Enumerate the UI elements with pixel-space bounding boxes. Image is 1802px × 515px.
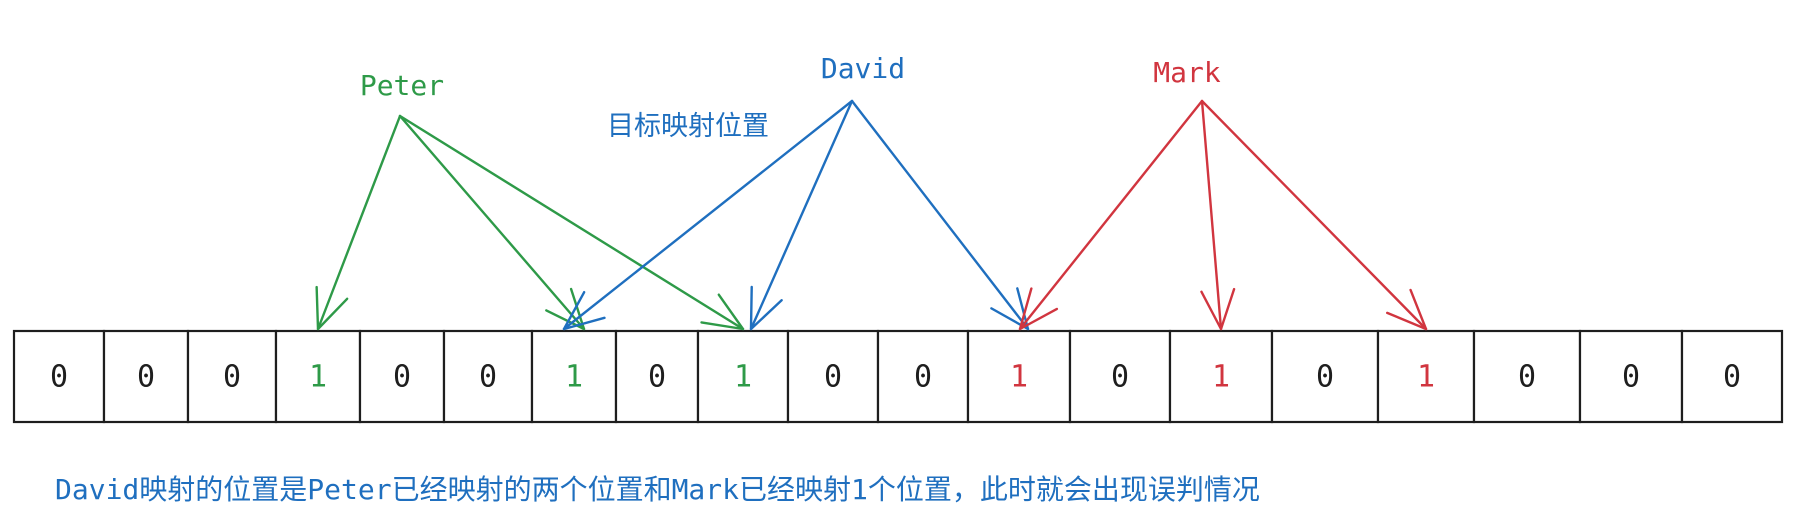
arrow-shaft	[1200, 99, 1223, 331]
arrow-head	[315, 285, 349, 331]
bit-value: 0	[137, 360, 155, 395]
bit-cell	[614, 329, 700, 424]
arrow-head	[700, 293, 745, 331]
mapping-arrow	[1200, 99, 1236, 331]
bit-cell	[1578, 329, 1684, 424]
arrow-shaft	[398, 114, 586, 331]
bit-value: 0	[648, 360, 666, 395]
arrow-shaft	[749, 99, 854, 331]
bit-cell	[1680, 329, 1784, 424]
key-label-david: David	[821, 52, 905, 85]
key-label-mark: Mark	[1153, 56, 1221, 89]
bit-cell	[102, 329, 190, 424]
mapping-arrows	[315, 99, 1428, 331]
bit-cell	[186, 329, 278, 424]
bit-cell	[1068, 329, 1172, 424]
bit-value: 0	[50, 360, 68, 395]
bit-value: 1	[1010, 360, 1028, 395]
bit-value: 0	[393, 360, 411, 395]
bit-value: 0	[914, 360, 932, 395]
bit-value: 0	[1316, 360, 1334, 395]
mapping-arrow	[1018, 99, 1204, 331]
mapping-arrow	[398, 114, 586, 331]
bit-cell	[1168, 329, 1274, 424]
bit-value: 1	[1417, 360, 1435, 395]
bit-cell	[786, 329, 880, 424]
arrow-shaft	[316, 114, 402, 331]
bit-cell	[358, 329, 446, 424]
arrow-head	[1018, 287, 1059, 331]
arrow-shaft	[850, 99, 1030, 331]
bit-array: 0 0 0 1 0 0 1 0 1 0 0 1 0 1 0 1 0 0 0	[12, 329, 1784, 424]
bit-value: 0	[1723, 360, 1741, 395]
bit-value: 0	[479, 360, 497, 395]
mapping-arrow	[749, 99, 854, 331]
bit-value: 0	[223, 360, 241, 395]
bit-cell	[12, 329, 106, 424]
bit-value: 1	[1212, 360, 1230, 395]
mapping-arrow	[562, 99, 854, 331]
arrow-shaft	[1200, 99, 1428, 331]
arrow-shaft	[398, 114, 745, 331]
mapping-arrow	[1200, 99, 1428, 331]
caption-text: David映射的位置是Peter已经映射的两个位置和Mark已经映射1个位置，此…	[55, 473, 1260, 506]
arrow-head	[749, 285, 783, 331]
bit-value: 0	[824, 360, 842, 395]
arrow-head	[1386, 288, 1428, 331]
arrow-head	[1200, 287, 1236, 331]
bit-cell	[1376, 329, 1476, 424]
bit-cell	[966, 329, 1072, 424]
bit-value: 0	[1518, 360, 1536, 395]
arrow-head	[545, 287, 586, 331]
bit-value: 0	[1622, 360, 1640, 395]
mapping-arrow	[315, 114, 402, 331]
bit-cell	[442, 329, 534, 424]
key-label-peter: Peter	[360, 69, 444, 102]
bit-cell	[530, 329, 618, 424]
arrow-head	[990, 287, 1030, 331]
bit-value: 1	[565, 360, 583, 395]
mapping-arrow	[398, 114, 745, 331]
bit-value: 1	[734, 360, 752, 395]
bit-cell	[1472, 329, 1582, 424]
bit-cell	[696, 329, 790, 424]
arrow-shaft	[562, 99, 854, 331]
bit-value: 1	[309, 360, 327, 395]
arrow-shaft	[1018, 99, 1204, 331]
bit-value: 0	[1111, 360, 1129, 395]
arrow-head	[562, 290, 606, 331]
target-position-annotation: 目标映射位置	[607, 111, 769, 142]
mapping-arrow	[850, 99, 1030, 331]
